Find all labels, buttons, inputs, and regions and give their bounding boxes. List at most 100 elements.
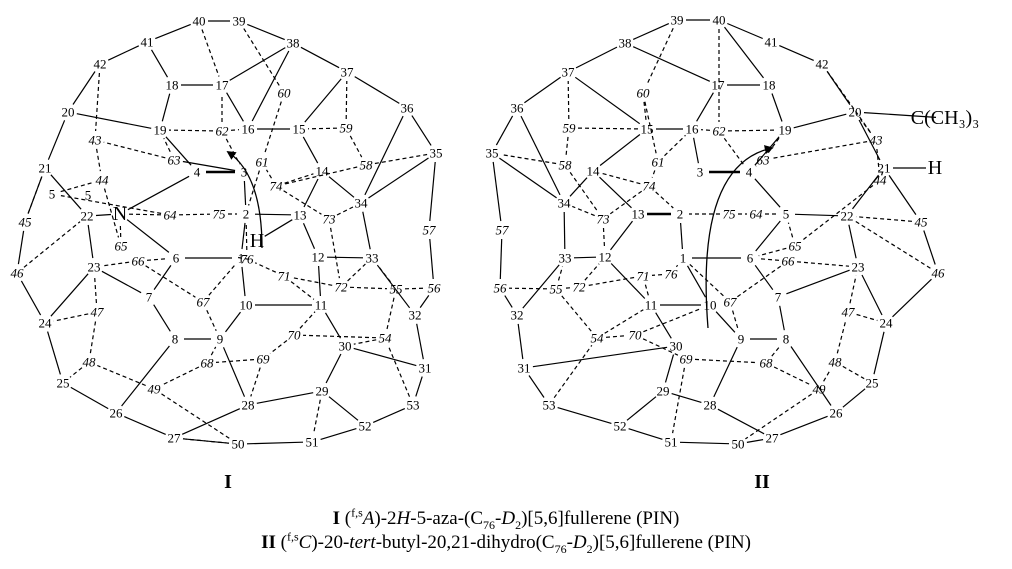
atom-label-70: 70 [288, 328, 302, 343]
atom-label-68: 68 [201, 356, 215, 371]
atom-label-14: 14 [316, 164, 330, 179]
dashed-bond-76-1 [237, 256, 251, 261]
dashed-bond-71-11 [644, 284, 650, 297]
atom-label-37: 37 [341, 65, 355, 80]
dashed-bond-54-70 [605, 335, 627, 338]
dashed-bond-73-34 [572, 205, 595, 217]
solid-bond-31-53 [528, 375, 545, 398]
dashed-bond-64-N [128, 213, 162, 216]
solid-bond-19-20 [793, 113, 847, 129]
solid-bond-23-7 [101, 270, 142, 294]
dashed-bond-48-25 [69, 367, 83, 378]
dashed-bond-64-75 [178, 213, 211, 216]
caption-1-sub1: 76 [483, 517, 496, 532]
atom-label-19: 19 [154, 123, 167, 138]
dashed-bond-62-16 [230, 129, 240, 131]
solid-bond-40-41 [155, 23, 191, 40]
atom-label-4: 4 [746, 165, 753, 180]
solid-bond-35-57 [492, 161, 502, 222]
solid-bond-14-13 [303, 178, 319, 208]
solid-bond-19-4 [165, 136, 192, 166]
atom-label-15: 15 [293, 122, 306, 137]
dashed-bond-55-54 [386, 297, 395, 330]
solid-bond-51-50 [679, 441, 730, 445]
caption-1-ital2: H [396, 508, 411, 529]
solid-bond-26-27 [124, 416, 166, 435]
solid-bond-N-4 [127, 175, 190, 211]
solid-bond-38-17 [632, 46, 711, 82]
atom-label-51: 51 [306, 435, 319, 450]
dashed-bond-59-15 [307, 127, 338, 130]
dashed-bond-42-43 [826, 70, 872, 134]
atom-label-11: 11 [645, 298, 658, 313]
dashed-bond-43-63 [771, 141, 868, 159]
solid-bond-16-3 [693, 137, 699, 164]
solid-bond-39-38 [632, 23, 670, 40]
solid-bond-46-24 [20, 280, 42, 316]
atom-label-67: 67 [197, 295, 211, 310]
atom-label-71: 71 [637, 269, 650, 284]
atom-label-63: 63 [168, 153, 182, 168]
atom-label-57: 57 [423, 223, 437, 238]
panel-label-I: I [224, 471, 232, 493]
solid-bond-26-27 [780, 415, 828, 436]
atom-label-37: 37 [562, 65, 576, 80]
atom-label-14: 14 [587, 164, 601, 179]
caption-1-tail: )[5,6]fullerene (PIN) [521, 508, 680, 529]
atom-label-61: 61 [256, 155, 269, 170]
atom-label-36: 36 [511, 101, 525, 116]
solid-bond-15-14 [302, 136, 319, 164]
solid-bond-20-Sub [863, 112, 937, 118]
solid-bond-9-10 [225, 311, 241, 333]
dashed-bond-72-12 [584, 263, 600, 281]
dashed-bond-49-48 [97, 364, 146, 387]
atom-label-76: 76 [241, 252, 255, 267]
dashed-bond-53-54 [553, 344, 593, 399]
atom-label-27: 27 [168, 431, 182, 446]
atom-label-55: 55 [550, 282, 564, 297]
dashed-bond-59-58 [349, 135, 363, 158]
atom-label-46: 46 [932, 266, 946, 281]
dashed-bond-59-37 [345, 80, 348, 120]
solid-bond-4-5 [754, 178, 781, 208]
atom-label-47: 47 [91, 305, 105, 320]
atom-label-10: 10 [704, 298, 717, 313]
solid-bond-20-21 [858, 119, 881, 161]
solid-bond-25-26 [70, 386, 109, 410]
atom-label-26: 26 [830, 406, 844, 421]
atom-label-18: 18 [166, 78, 179, 93]
solid-bond-33-32 [522, 264, 560, 309]
atom-label-17: 17 [712, 78, 726, 93]
atom-label-41: 41 [141, 35, 154, 50]
solid-bond-28-29 [256, 392, 314, 404]
solid-bond-52-51 [320, 428, 357, 440]
dashed-bond-63-19 [163, 137, 171, 153]
atom-label-50: 50 [732, 437, 745, 452]
atom-label-66: 66 [782, 254, 796, 269]
solid-bond-34-35 [499, 157, 557, 199]
solid-bond-33-12 [326, 256, 364, 259]
solid-bond-33-12 [573, 256, 597, 259]
dashed-bond-62-19 [168, 129, 214, 132]
solid-bond-30-31 [532, 346, 668, 368]
atom-label-22: 22 [841, 209, 854, 224]
atom-label-18: 18 [763, 78, 776, 93]
atom-label-45: 45 [19, 215, 33, 230]
atom-label-24: 24 [39, 316, 53, 331]
atom-label-1: 1 [680, 251, 687, 266]
atom-label-72: 72 [573, 280, 587, 295]
solid-bond-3-63 [182, 160, 236, 172]
atom-label-29: 29 [316, 384, 329, 399]
solid-bond-29-52 [626, 396, 657, 421]
panel-label-II: II [754, 471, 770, 493]
solid-bond-9-28 [713, 346, 738, 398]
dashed-bond-55-56 [508, 287, 548, 290]
dashed-bond-64-5b [60, 195, 162, 214]
atom-label-29: 29 [657, 384, 670, 399]
dashed-bond-63-19 [767, 136, 781, 154]
atom-label-54: 54 [591, 331, 605, 346]
atom-label-35: 35 [486, 146, 499, 161]
atom-label-56: 56 [494, 281, 508, 296]
solid-bond-56-32 [504, 295, 513, 308]
dashed-bond-55-56 [404, 287, 426, 290]
